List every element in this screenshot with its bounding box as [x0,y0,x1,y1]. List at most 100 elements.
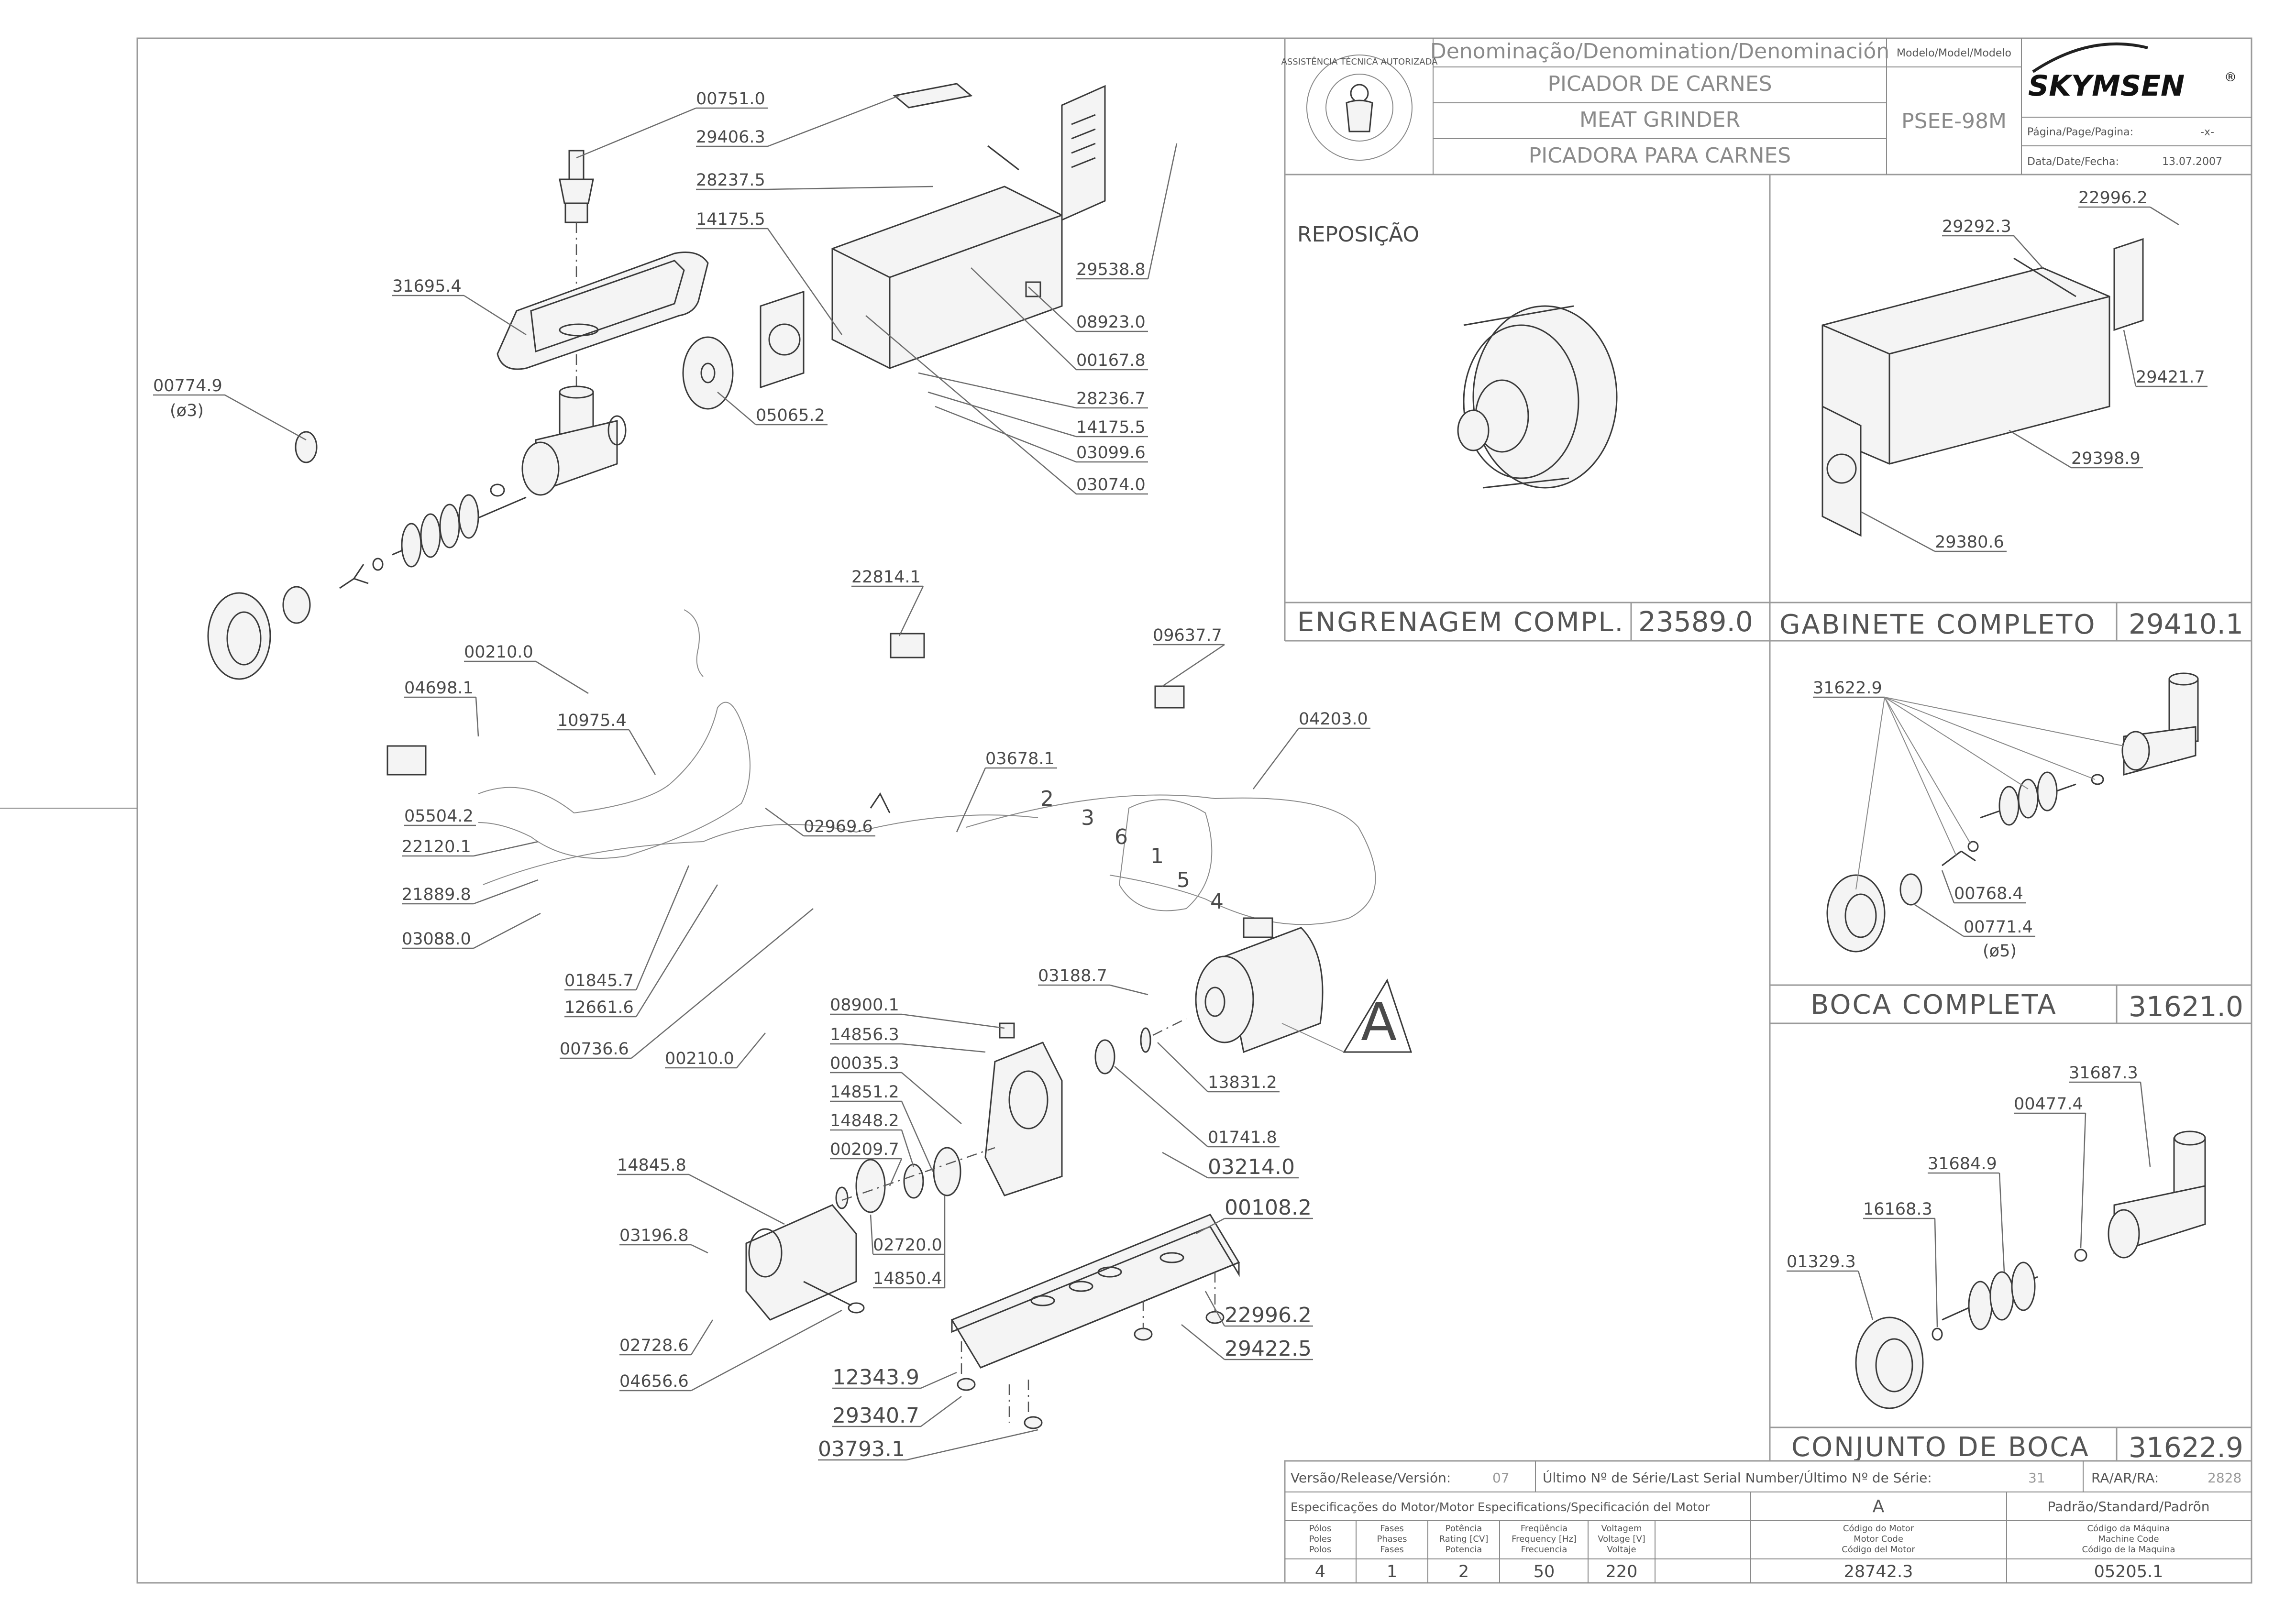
callout-leader-line [475,697,479,737]
part-callout-label: 03074.0 [1076,475,1146,494]
svg-text:Potência: Potência [1446,1524,1482,1534]
authorized-service-seal: ASSISTÊNCIA TÉCNICA AUTORIZADA [1281,55,1438,161]
svg-text:Poles: Poles [1309,1534,1332,1544]
svg-text:01329.3: 01329.3 [1787,1252,1856,1272]
svg-text:29292.3: 29292.3 [1942,217,2011,236]
part-callout-label: 22814.1 [851,568,921,587]
callout-leader-line [691,1309,842,1392]
part-callout-label: 29340.7 [832,1404,919,1428]
mouth-set-labels: 31687.3 00477.4 31684.9 16168.3 01329.3 [1787,1064,2151,1327]
part-callout-label: 14848.2 [830,1111,899,1130]
model-label: Modelo/Model/Modelo [1897,47,2011,59]
wire-number: 5 [1177,868,1190,892]
panel-mouth-set: 31687.3 00477.4 31684.9 16168.3 01329.3 … [1770,1064,2252,1464]
part-callout-label: 28236.7 [1076,389,1146,408]
callout-leader-line [473,841,539,857]
part-callout-label: 22996.2 [1225,1303,1312,1327]
brand-name: SKYMSEN [2028,69,2185,103]
mouth-drawing [1826,672,2199,953]
svg-text:Código de la Maquina: Código de la Maquina [2082,1545,2175,1555]
part-callout-label: 04698.1 [404,679,474,698]
part-callout-label: 14856.3 [830,1025,899,1044]
svg-text:00477.4: 00477.4 [2014,1095,2083,1114]
part-callout-label: 05504.2 [404,807,474,826]
svg-text:31684.9: 31684.9 [1928,1154,1997,1173]
mouth-panel-title: BOCA COMPLETA [1810,989,2057,1020]
svg-text:Fases: Fases [1380,1524,1404,1534]
part-callout-label: 10975.4 [557,711,627,730]
ra-label: RA/AR/RA: [2091,1470,2159,1486]
part-callout-label: 02969.6 [804,817,873,836]
callout-leader-line [473,879,539,905]
svg-text:Potencia: Potencia [1446,1545,1482,1555]
svg-text:Código da Máquina: Código da Máquina [2087,1524,2170,1534]
spec-col-frequency: Freqüência Frequency [Hz] Frecuencia 50 [1512,1524,1577,1581]
svg-text:Freqüência: Freqüência [1521,1524,1567,1534]
callout-leader-line [906,1429,1038,1461]
spec-col-rating: Potência Rating [CV] Potencia 2 [1439,1524,1489,1581]
part-callout-label: 08923.0 [1076,313,1146,332]
svg-text:31622.9: 31622.9 [1813,679,1882,698]
callout-leader-line [635,865,690,990]
part-callout-label: (ø3) [170,401,204,420]
part-callout-label: 00035.3 [830,1054,899,1073]
part-callout-label: 00209.7 [830,1140,899,1159]
product-name-en: MEAT GRINDER [1579,108,1740,132]
part-callout-label: 01741.8 [1208,1128,1277,1147]
part-callout-label: 12343.9 [832,1365,919,1390]
svg-text:Phases: Phases [1377,1534,1407,1544]
callout-leader-line [631,908,814,1059]
mouth-panel-code: 31621.0 [2129,990,2243,1023]
callout-leader-line [971,267,1077,370]
svg-text:Pólos: Pólos [1309,1524,1332,1534]
svg-text:28742.3: 28742.3 [1844,1562,1913,1581]
wire-number-labels: 2 3 6 1 5 4 [1040,787,1224,914]
callout-leader-line [1157,1042,1208,1092]
cabinet-panel-title: GABINETE COMPLETO [1779,609,2096,640]
part-callout-label: 03088.0 [402,930,471,949]
cabinet-drawing [1821,238,2144,537]
part-callout-label: 03188.7 [1038,966,1107,986]
part-callout-label: 00751.0 [696,89,765,109]
svg-text:220: 220 [1606,1562,1638,1581]
callout-leader-line [1162,644,1225,687]
svg-text:Polos: Polos [1309,1545,1332,1555]
callout-leader-line [691,1244,708,1254]
svg-text:Fases: Fases [1380,1545,1404,1555]
svg-text:Voltagem: Voltagem [1601,1524,1642,1534]
date-value: 13.07.2007 [2162,156,2222,168]
callout-leader-line [1028,286,1077,332]
wire-number: 6 [1115,825,1128,849]
svg-text:Código del Motor: Código del Motor [1842,1545,1915,1555]
cabinet-labels: 22996.2 29292.3 29421.7 29398.9 29380.6 [1860,188,2208,552]
svg-text:(ø5): (ø5) [1983,942,2017,961]
callout-leader-line [717,392,756,425]
callout-leader-line [901,1101,934,1172]
product-name-es: PICADORA PARA CARNES [1529,143,1791,168]
callout-leader-line [535,660,589,694]
part-callout-label: 13831.2 [1208,1073,1277,1092]
motor-letter-cell: A [1873,1497,1885,1516]
part-callout-label: 14845.8 [617,1156,686,1175]
svg-text:Rating [CV]: Rating [CV] [1439,1534,1489,1544]
wire-number: 3 [1081,806,1094,830]
seal-text: ASSISTÊNCIA TÉCNICA AUTORIZADA [1281,56,1438,67]
part-callout-label: 00736.6 [560,1040,629,1059]
callout-leader-line [765,807,804,837]
page-value: -x- [2200,126,2214,138]
callout-leader-line [767,228,843,335]
callout-leader-line [898,586,924,636]
callout-leader-line [865,315,1077,494]
callout-leader-line [889,1158,903,1186]
wire-number: 1 [1150,844,1164,868]
callout-leader-line [690,1319,714,1355]
callout-leader-line [920,1371,957,1389]
product-name-pt: PICADOR DE CARNES [1547,72,1772,96]
wire-number: 4 [1210,889,1224,914]
part-callout-label: 09637.7 [1153,626,1222,645]
gear-drawing [1457,305,1618,489]
callout-leader-line [224,394,307,441]
callout-leader-line [635,884,718,1017]
brand-logo: SKYMSEN ® [2028,42,2237,103]
callout-leader-line [1147,143,1178,279]
